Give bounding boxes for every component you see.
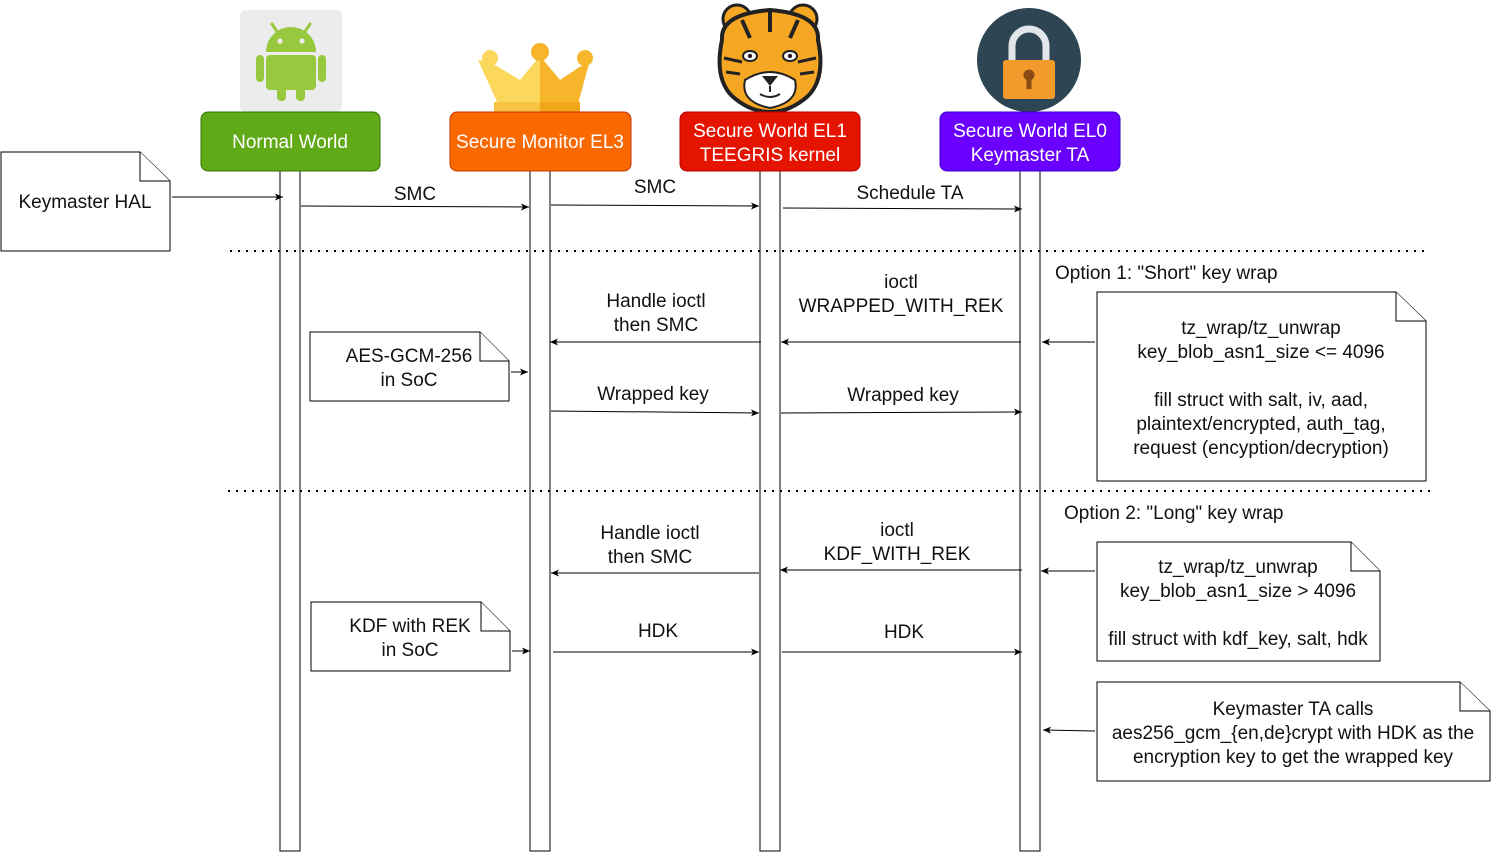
message-label: HDK [884, 622, 924, 643]
note-line: request (encyption/decryption) [1133, 438, 1389, 459]
note-line: AES-GCM-256 [346, 346, 473, 367]
padlock-icon [977, 8, 1081, 112]
message-label: KDF_WITH_REK [824, 544, 971, 565]
message-label: SMC [394, 184, 436, 205]
participant-sublabel: TEEGRIS kernel [700, 145, 840, 166]
message-label: ioctl [880, 520, 914, 541]
message-label: ioctl [884, 272, 918, 293]
message-label: WRAPPED_WITH_REK [799, 296, 1004, 317]
participant-secure-monitor: Secure Monitor EL3 [449, 111, 632, 172]
participant-secure-world-el1: Secure World EL1 TEEGRIS kernel [679, 111, 861, 172]
section-option-1-label: Option 1: "Short" key wrap [1055, 263, 1278, 284]
note-line: key_blob_asn1_size > 4096 [1120, 581, 1356, 602]
participant-sublabel: Keymaster TA [971, 145, 1090, 166]
message-label: then SMC [614, 315, 698, 336]
participant-label: Normal World [232, 132, 348, 153]
participant-label: Secure World EL1 [693, 121, 847, 142]
long-wrap-note: tz_wrap/tz_unwrap key_blob_asn1_size > 4… [1096, 541, 1381, 662]
keymaster-hal-label: Keymaster HAL [18, 192, 151, 213]
message-label: Wrapped key [847, 385, 959, 406]
note-line: plaintext/encrypted, auth_tag, [1136, 414, 1385, 435]
message-arrow [780, 408, 1023, 416]
note-line: Keymaster TA calls [1213, 699, 1374, 720]
el1-lifeline [759, 170, 781, 852]
participant-secure-world-el0: Secure World EL0 Keymaster TA [939, 111, 1121, 172]
participant-label: Secure World EL0 [953, 121, 1107, 142]
keymaster-hal-note: Keymaster HAL [0, 151, 171, 252]
normal-world-lifeline [279, 170, 301, 852]
participant-label: Secure Monitor EL3 [456, 132, 624, 153]
android-icon [240, 10, 342, 112]
note-line: in SoC [381, 640, 438, 661]
message-arrow [550, 202, 760, 210]
note-line: in SoC [380, 370, 437, 391]
note-line: fill struct with salt, iv, aad, [1154, 390, 1368, 411]
note-line: tz_wrap/tz_unwrap [1158, 557, 1317, 578]
participant-normal-world: Normal World [200, 111, 381, 172]
message-label: Wrapped key [597, 384, 709, 405]
message-arrow [550, 409, 760, 417]
message-arrow [782, 205, 1023, 213]
message-arrow [300, 203, 530, 211]
message-label: SMC [634, 177, 676, 198]
keymaster-calls-note: Keymaster TA calls aes256_gcm_{en,de}cry… [1096, 681, 1491, 782]
note-line: fill struct with kdf_key, salt, hdk [1108, 629, 1368, 650]
crown-icon [478, 43, 593, 112]
note-line: tz_wrap/tz_unwrap [1181, 318, 1340, 339]
message-label: then SMC [608, 547, 692, 568]
kdf-note: KDF with REK in SoC [310, 601, 511, 672]
message-label: HDK [638, 621, 678, 642]
note-line: key_blob_asn1_size <= 4096 [1137, 342, 1384, 363]
el0-lifeline [1019, 170, 1041, 852]
note-connector-arrow [1042, 726, 1096, 734]
note-line: encryption key to get the wrapped key [1133, 747, 1454, 768]
message-label: Schedule TA [856, 183, 963, 204]
short-wrap-note: tz_wrap/tz_unwrap key_blob_asn1_size <= … [1096, 291, 1427, 482]
secure-monitor-lifeline [529, 170, 551, 852]
note-line: KDF with REK [349, 616, 471, 637]
section-option-2-label: Option 2: "Long" key wrap [1064, 503, 1283, 524]
aes-gcm-note: AES-GCM-256 in SoC [309, 331, 510, 402]
note-line: aes256_gcm_{en,de}crypt with HDK as the [1112, 723, 1474, 744]
tiger-icon [717, 3, 823, 115]
message-label: Handle ioctl [600, 523, 699, 544]
message-label: Handle ioctl [606, 291, 705, 312]
